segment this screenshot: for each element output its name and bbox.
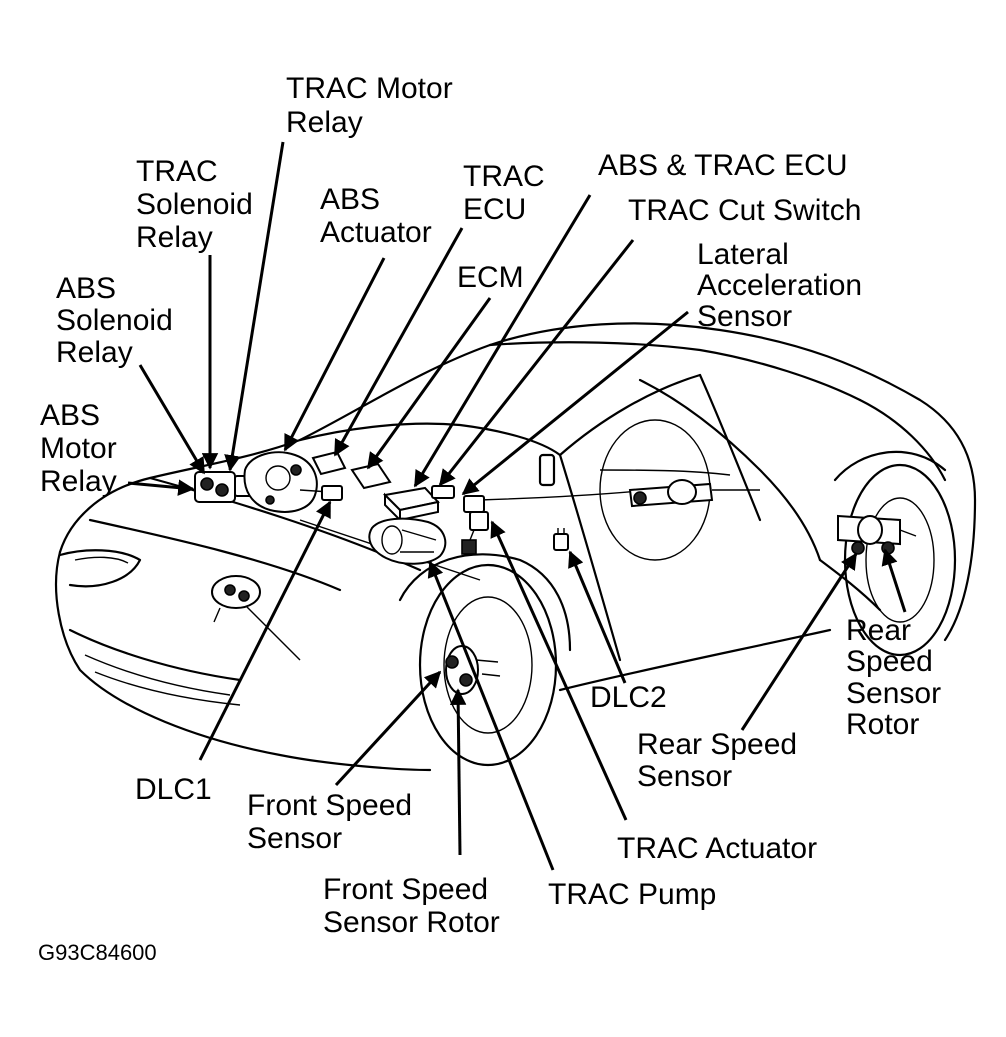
label-trac-solenoid-relay: TRAC Solenoid Relay [136, 155, 261, 254]
label-trac-ecu: TRAC ECU [463, 160, 553, 226]
label-trac-pump: TRAC Pump [548, 878, 716, 911]
trac-pump-icon [368, 517, 447, 565]
label-front-speed-sensor-rotor: Front Speed Sensor Rotor [323, 873, 500, 939]
label-abs-solenoid-relay: ABS Solenoid Relay [56, 272, 181, 369]
label-abs-motor-relay: ABS Motor Relay [40, 399, 125, 498]
car-body-outline [54, 322, 977, 772]
rear-drive-shaft-icon [628, 479, 760, 508]
dlc2-icon [553, 528, 569, 551]
label-abs-actuator: ABS Actuator [320, 183, 432, 249]
component-labels: TRAC Motor Relay TRAC Solenoid Relay ABS… [38, 72, 949, 965]
trac-cut-switch-icon [431, 485, 455, 499]
dlc1-icon [321, 485, 343, 501]
rear-speed-sensor-icon [837, 514, 917, 555]
label-rear-speed-sensor: Rear Speed Sensor [637, 728, 805, 793]
ecm-icon [350, 462, 392, 490]
relay-cluster-icon [194, 471, 254, 503]
label-trac-actuator: TRAC Actuator [617, 832, 817, 865]
leader-lines [127, 141, 907, 871]
label-ecm: ECM [457, 261, 524, 294]
label-trac-motor-relay: TRAC Motor Relay [286, 72, 461, 139]
label-dlc1: DLC1 [135, 773, 212, 806]
figure-code: G93C84600 [38, 940, 157, 965]
lateral-acceleration-sensor-icon [461, 495, 489, 555]
label-trac-cut-switch: TRAC Cut Switch [628, 194, 861, 227]
label-rear-speed-sensor-rotor: Rear Speed Sensor Rotor [846, 614, 949, 741]
label-abs-trac-ecu: ABS & TRAC ECU [598, 149, 848, 182]
label-dlc2: DLC2 [590, 681, 667, 714]
front-strut-icon [211, 575, 261, 623]
label-front-speed-sensor: Front Speed Sensor [247, 789, 420, 855]
label-lateral-acceleration-sensor: Lateral Acceleration Sensor [697, 238, 870, 333]
abs-trac-ecu-icon [382, 486, 440, 523]
abs-actuator-icon [243, 451, 331, 513]
components [194, 450, 917, 695]
trac-ecu-icon [311, 450, 347, 476]
